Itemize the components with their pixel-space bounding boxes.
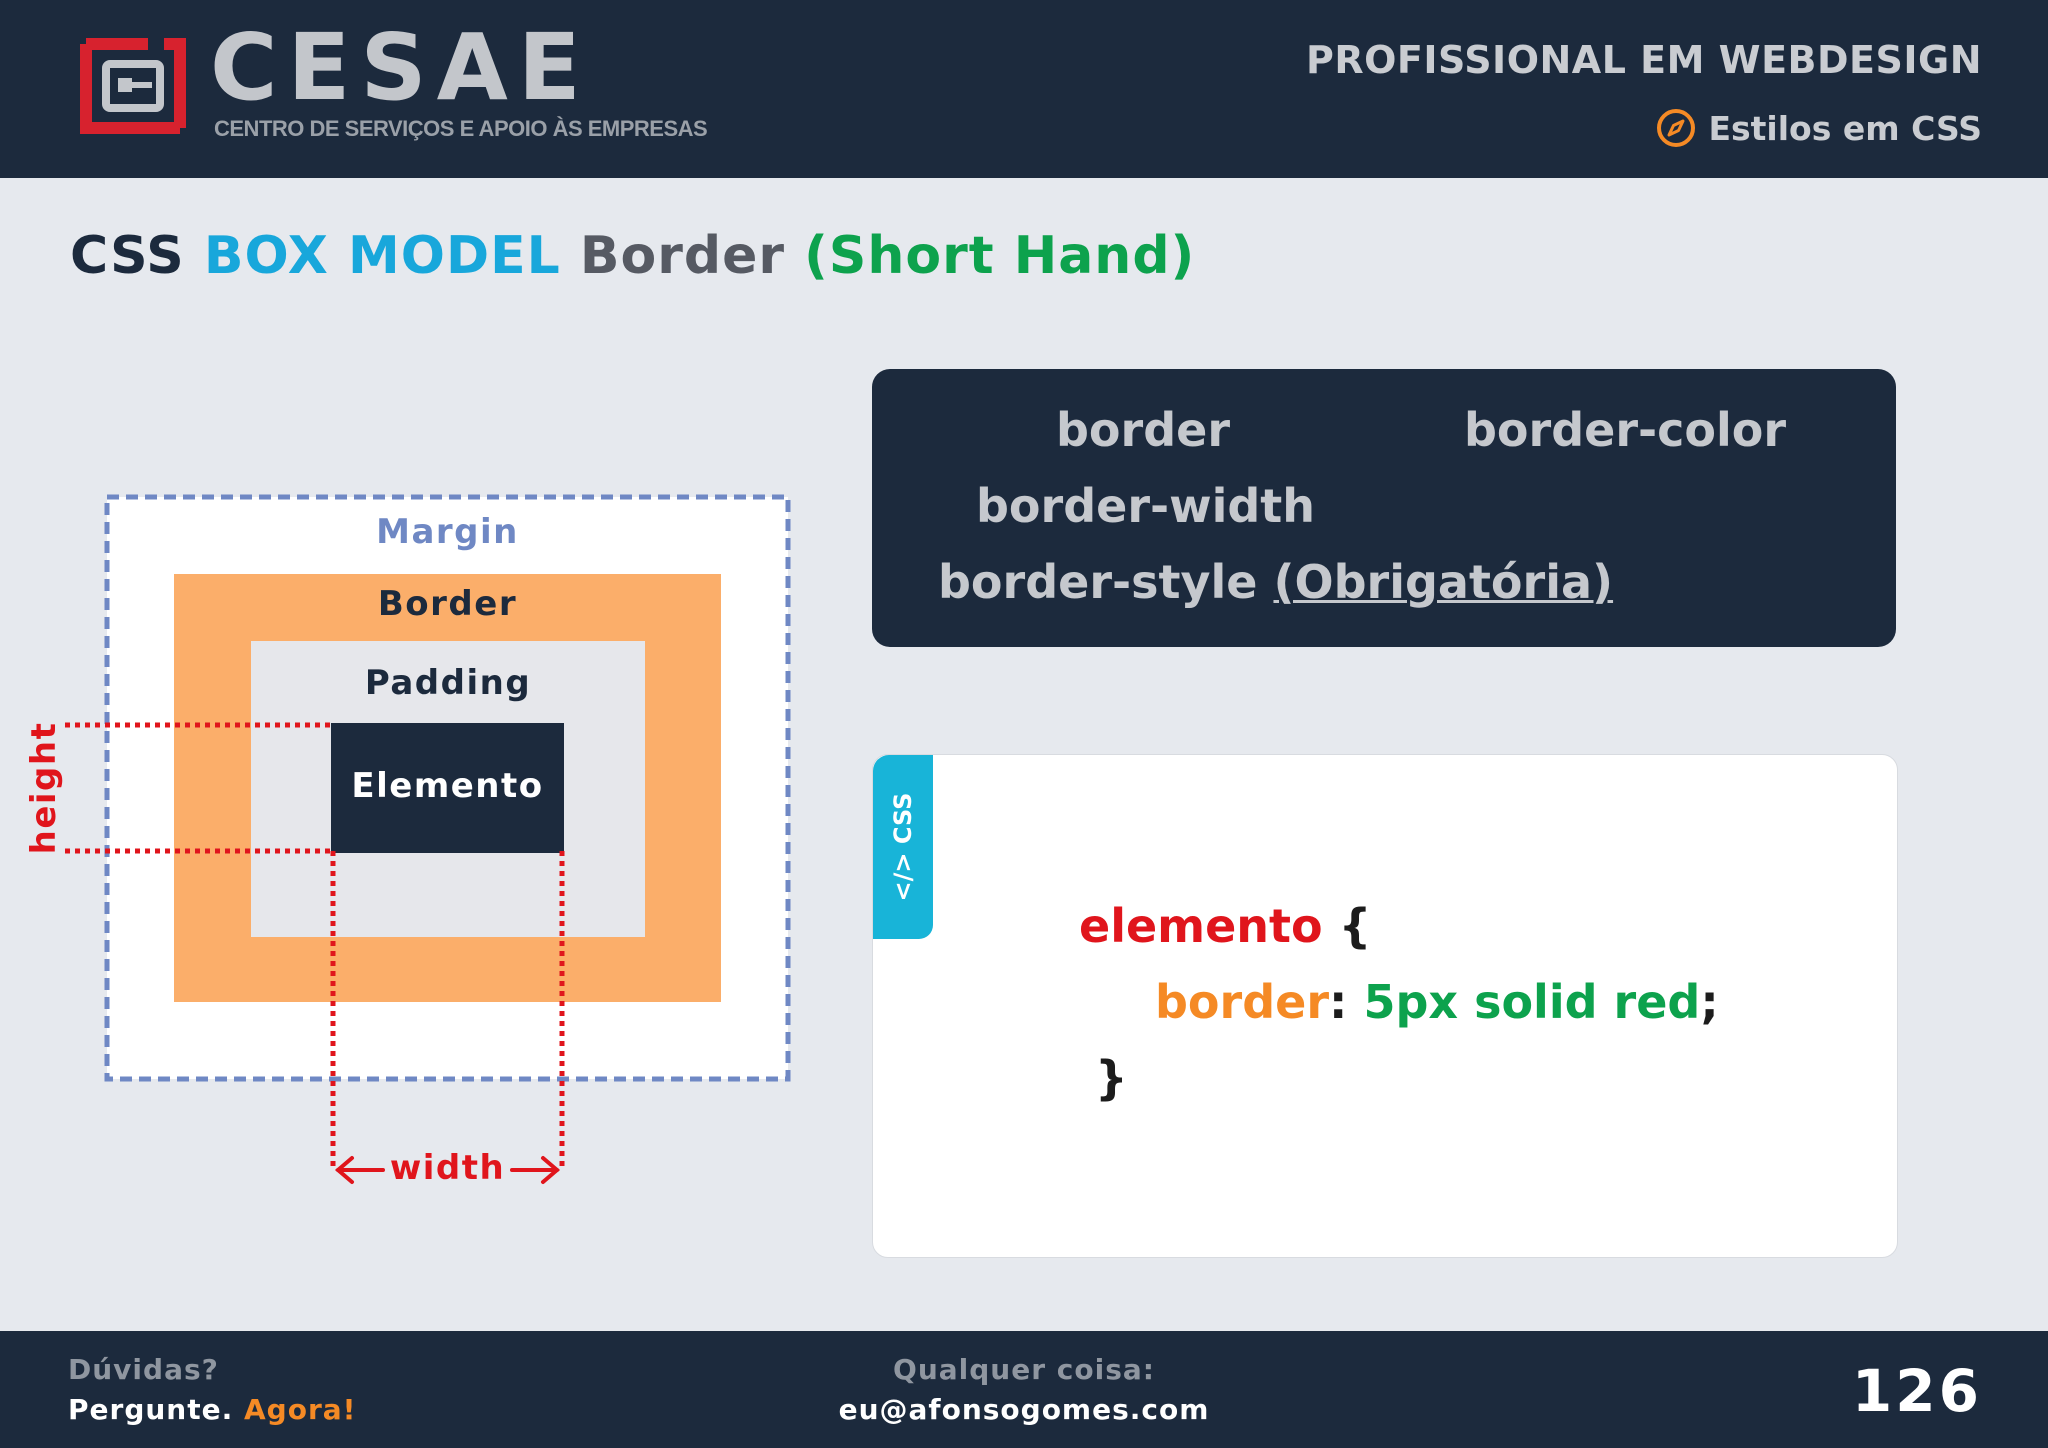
prop-border-width: border-width (976, 479, 1316, 533)
box-model-diagram: Margin Border Padding Elemento height wi… (0, 470, 820, 1210)
title-css: CSS (70, 226, 185, 286)
footer-now: Agora! (244, 1393, 357, 1426)
width-label: width (389, 1148, 506, 1188)
padding-label: Padding (364, 663, 532, 703)
code-colon: : (1329, 975, 1348, 1029)
prop-border: border (1056, 403, 1231, 457)
code-line-close: } (1095, 1051, 1128, 1105)
footer-question: Dúvidas? (68, 1353, 219, 1386)
dimension-guides (65, 722, 565, 1167)
compass-icon (1657, 109, 1696, 147)
header-bar: CESAE CENTRO DE SERVIÇOS E APOIO ÀS EMPR… (0, 0, 2048, 178)
margin-label: Margin (376, 512, 519, 552)
css-code-tab: </> CSS (873, 755, 933, 939)
border-label: Border (377, 584, 518, 624)
box-model-shapes (65, 494, 791, 1184)
code-line-selector: elemento { (1079, 899, 1371, 953)
page-number: 126 (1851, 1357, 1982, 1425)
prop-border-style: border-style (938, 555, 1258, 609)
code-property: border (1155, 975, 1330, 1029)
cesae-logo-icon (80, 38, 186, 134)
code-close-brace: } (1095, 1051, 1128, 1105)
code-selector: elemento (1079, 899, 1323, 953)
footer-contact-label: Qualquer coisa: (893, 1353, 1155, 1386)
height-label: height (24, 721, 64, 855)
width-arrows (334, 1156, 561, 1184)
page-title: CSS BOX MODEL Border (Short Hand) (70, 226, 1195, 286)
logo-wordmark: CESAE (210, 14, 591, 121)
title-short-hand: (Short Hand) (804, 226, 1196, 286)
title-border: Border (579, 226, 786, 286)
course-title: PROFISSIONAL EM WEBDESIGN (1306, 38, 1982, 82)
topic-label: Estilos em CSS (1708, 108, 1982, 148)
footer-bar: Dúvidas? Pergunte. Agora! Qualquer coisa… (0, 1331, 2048, 1448)
css-code-card: </> CSS elemento { border: 5px solid red… (872, 754, 1898, 1258)
element-box (331, 723, 564, 853)
code-value: 5px solid red (1363, 975, 1701, 1029)
element-label: Elemento (351, 766, 544, 806)
footer-email[interactable]: eu@afonsogomes.com (838, 1393, 1210, 1426)
prop-border-style-line: border-style (Obrigatória) (938, 555, 1613, 609)
title-box-model: BOX MODEL (203, 226, 561, 286)
prop-border-color: border-color (1464, 403, 1787, 457)
css-tab-label: </> CSS (889, 792, 917, 902)
topic: Estilos em CSS (1656, 108, 1982, 148)
footer-ask: Pergunte. (68, 1393, 234, 1426)
footer-ask-line: Pergunte. Agora! (68, 1393, 356, 1426)
code-open-brace: { (1338, 899, 1372, 953)
code-semicolon: ; (1700, 975, 1719, 1029)
code-line-declaration: border: 5px solid red; (1155, 975, 1719, 1029)
logo-subtitle: CENTRO DE SERVIÇOS E APOIO ÀS EMPRESAS (214, 116, 708, 141)
border-properties-panel: border border-color border-width border-… (872, 369, 1896, 647)
required-note: (Obrigatória) (1273, 555, 1614, 609)
